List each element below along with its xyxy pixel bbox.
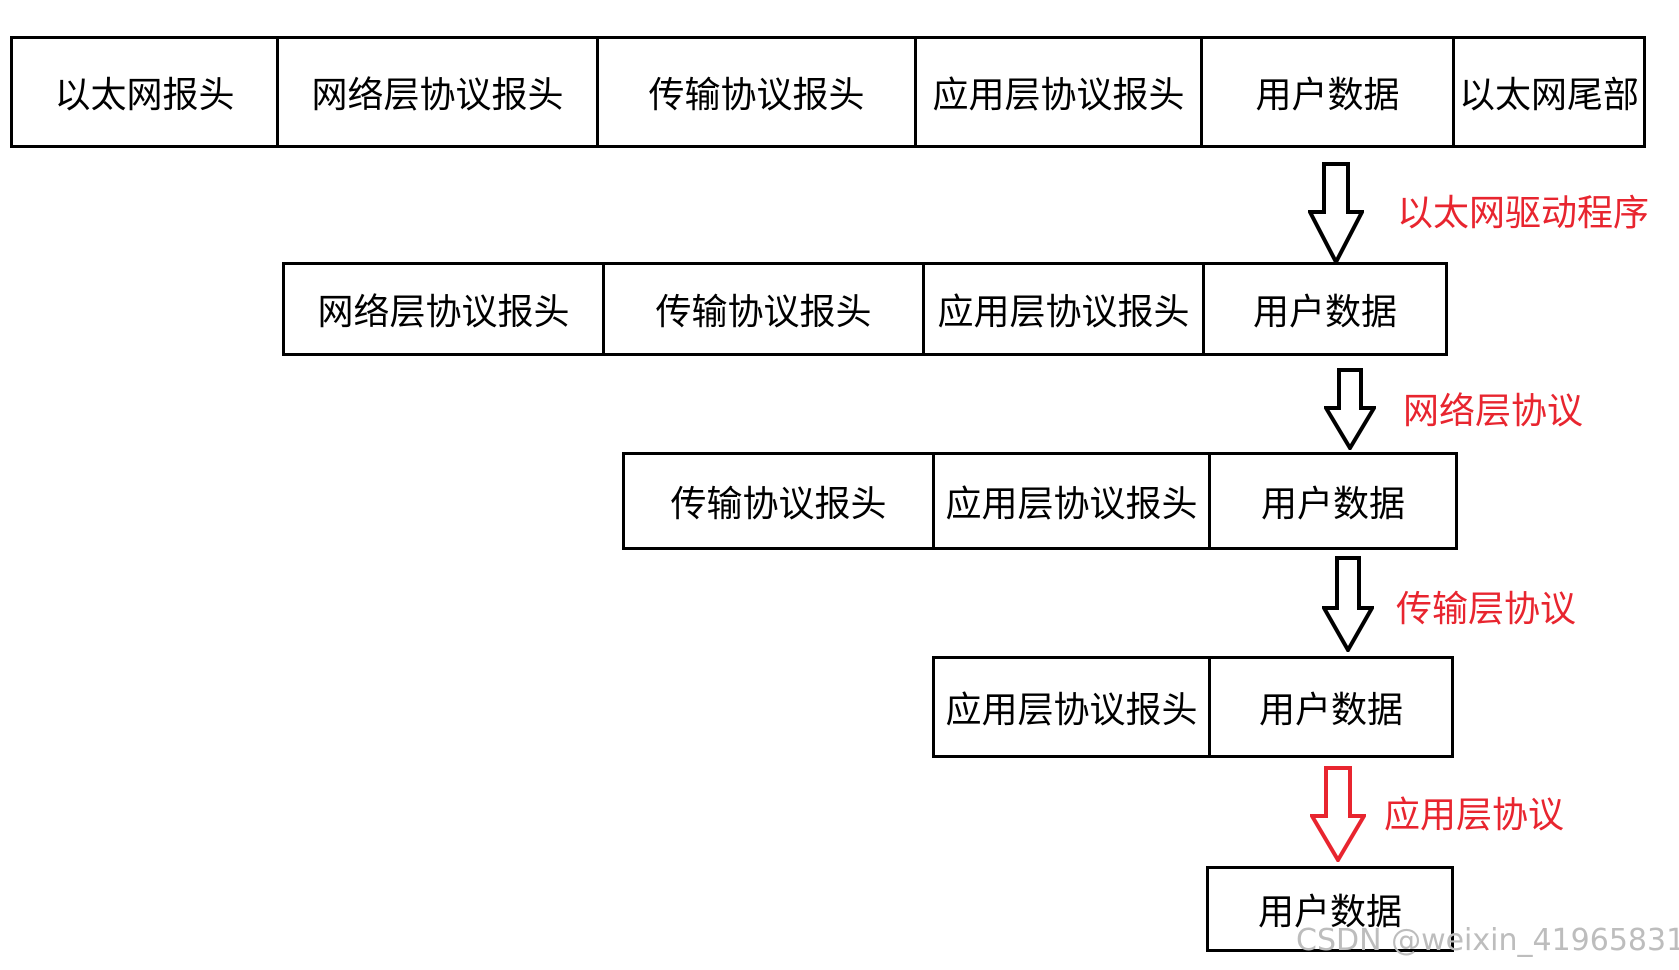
cell-application-header: 应用层协议报头 [935,659,1211,755]
down-arrow-icon [1308,162,1364,264]
cell-transport-header: 传输协议报头 [625,455,935,547]
cell-ethernet-trailer: 以太网尾部 [1458,75,1639,116]
down-arrow-icon [1310,766,1366,862]
cell-user-data: 用户数据 [1203,39,1455,145]
cell-user-data: 用户数据 [1257,892,1402,933]
cell-user-data: 用户数据 [1260,484,1405,525]
frame-application: 应用层协议报头 用户数据 [932,656,1454,758]
cell-application-header: 应用层协议报头 [917,39,1203,145]
cell-user-data: 用户数据 [1258,690,1403,731]
cell-transport-header: 传输协议报头 [599,39,917,145]
frame-transport: 传输协议报头 应用层协议报头 用户数据 [622,452,1458,550]
frame-user-data: 用户数据 [1206,866,1454,952]
cell-transport-header: 传输协议报头 [605,265,925,353]
cell-ethernet-header: 以太网报头 [13,39,279,145]
down-arrow-icon [1322,556,1374,652]
frame-network: 网络层协议报头 传输协议报头 应用层协议报头 用户数据 [282,262,1448,356]
watermark: CSDN @weixin_41965831 [1296,923,1679,958]
down-arrow-icon [1324,368,1376,450]
cell-network-header: 网络层协议报头 [285,265,605,353]
cell-user-data: 用户数据 [1252,292,1397,333]
step-label-ethernet-driver: 以太网驱动程序 [1397,193,1650,234]
cell-network-header: 网络层协议报头 [279,39,599,145]
frame-ethernet: 以太网报头 网络层协议报头 传输协议报头 应用层协议报头 用户数据 以太网尾部 [10,36,1646,148]
cell-application-header: 应用层协议报头 [925,265,1205,353]
step-label-transport-layer: 传输层协议 [1396,589,1577,630]
step-label-application-layer: 应用层协议 [1384,795,1565,836]
step-label-network-layer: 网络层协议 [1403,391,1584,432]
cell-application-header: 应用层协议报头 [935,455,1211,547]
